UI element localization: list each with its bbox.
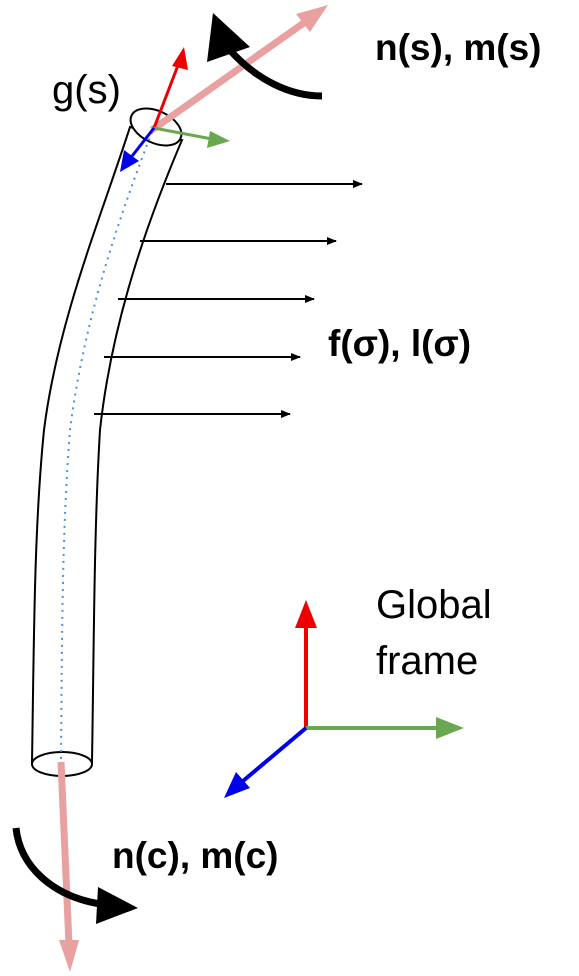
tip-frame-y-arrowhead: [207, 131, 230, 148]
global-frame-label-line1: Global: [376, 583, 492, 627]
tip-frame-z-axis: [127, 127, 156, 161]
global-frame-z-arrowhead: [224, 772, 250, 798]
global-frame-axes: [224, 600, 464, 798]
base-force-arrow-shaft: [57, 761, 73, 946]
tip-force-arrow-shaft: [149, 17, 311, 133]
tip-wrench-label: n(s), m(s): [375, 27, 542, 68]
rod-body: [30, 125, 184, 763]
base-moment-arrowhead: [96, 887, 138, 924]
base-wrench-label: n(c), m(c): [112, 835, 279, 876]
tip-frame-x-arrowhead: [172, 47, 188, 70]
global-frame-y-arrowhead: [436, 717, 464, 739]
base-force-arrow-head: [59, 940, 79, 972]
base-moment-arc: [12, 827, 101, 908]
tip-moment-arc: [225, 45, 323, 100]
global-frame-label-line2: frame: [376, 639, 478, 683]
tip-frame-label: g(s): [52, 68, 121, 112]
tip-wrench: [149, 5, 328, 133]
tip-frame-x-axis: [152, 59, 182, 129]
tip-frame-z-arrowhead: [120, 150, 139, 172]
base-wrench: [12, 761, 138, 972]
rod: [30, 107, 184, 777]
rod-centerline: [60, 131, 153, 761]
tip-frame-axes: [120, 47, 230, 172]
tip-force-arrow-head: [296, 5, 328, 32]
tip-moment-arrowhead: [207, 13, 250, 62]
tip-frame-y-axis: [153, 126, 213, 141]
distributed-load-label: f(σ), l(σ): [328, 323, 471, 364]
distributed-load-arrows: [94, 180, 363, 418]
global-frame-x-arrowhead: [295, 600, 317, 628]
global-frame-z-axis: [241, 726, 308, 783]
